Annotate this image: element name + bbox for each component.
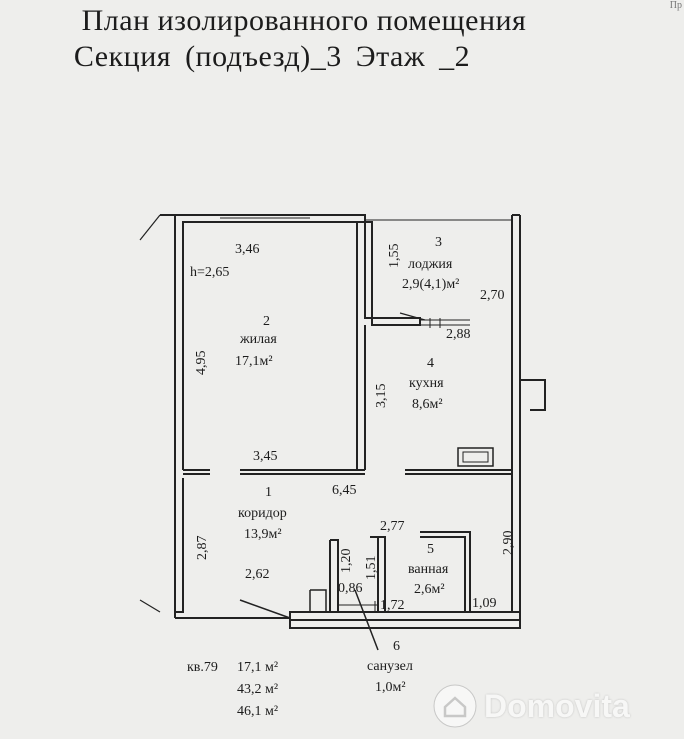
dim-living-top: 3,46 (235, 242, 260, 257)
wall-bathroom (420, 531, 471, 612)
room-1-area: 13,9м² (244, 527, 282, 542)
dim-toilet-left: 1,20 (339, 549, 354, 574)
dim-kitchen-bottom: 6,45 (332, 483, 357, 498)
room-1-number: 1 (265, 485, 272, 500)
room-6-name: санузел (367, 659, 413, 674)
dim-bath-bottom: 1,09 (472, 596, 497, 611)
room-6-number: 6 (393, 639, 400, 654)
dim-loggia-bottom: 2,88 (446, 327, 471, 342)
dim-loggia-left: 1,55 (387, 244, 402, 269)
dim-corridor-left: 2,87 (195, 536, 210, 561)
ceiling-height: h=2,65 (190, 265, 229, 280)
corner-mark: Пр (669, 0, 682, 11)
room-5-number: 5 (427, 542, 434, 557)
outer-wall-bottom (289, 611, 521, 629)
room-3-name: лоджия (408, 257, 453, 272)
dim-living-left: 4,95 (194, 351, 209, 376)
dim-toilet-right: 1,51 (364, 556, 379, 581)
dim-kitchen-left: 3,15 (374, 384, 389, 409)
room-6-area: 1,0м² (375, 680, 406, 695)
summary-total-with-loggia: 46,1 м² (237, 704, 278, 719)
room-4-name: кухня (409, 376, 444, 391)
watermark-text: Domovita (484, 687, 630, 724)
dim-toilet-bottom: 1,72 (380, 598, 405, 613)
dim-corridor-bottom: 2,62 (245, 567, 270, 582)
room-3-area: 2,9(4,1)м² (402, 277, 459, 292)
outer-wall (160, 214, 421, 470)
room-2-name: жилая (239, 332, 277, 347)
wall-corridor (183, 469, 210, 475)
plan-title: План изолированного помещения (81, 4, 527, 37)
room-5-area: 2,6м² (414, 582, 445, 597)
dim-bath-right: 2,90 (501, 531, 516, 556)
dim-living-bottom: 3,45 (253, 449, 278, 464)
room-2-area: 17,1м² (235, 354, 273, 369)
room-3-number: 3 (435, 235, 442, 250)
summary-living-area: 17,1 м² (237, 660, 278, 675)
room-1-name: коридор (238, 506, 287, 521)
summary-total-area: 43,2 м² (237, 682, 278, 697)
outer-wall-left (175, 478, 184, 613)
dim-loggia-right: 2,70 (480, 288, 505, 303)
wall-toilet (329, 539, 339, 612)
wall-living-kitchen (356, 222, 366, 471)
watermark-logo-icon (433, 684, 477, 728)
plan-subtitle: Секция (подъезд)_3 Этаж _2 (73, 40, 471, 73)
apartment-label: кв.79 (187, 660, 218, 675)
room-4-number: 4 (427, 356, 434, 371)
watermark: Domovita (432, 680, 682, 732)
room-2-number: 2 (263, 314, 270, 329)
room-4-area: 8,6м² (412, 397, 443, 412)
room-5-name: ванная (408, 562, 449, 577)
dim-toilet-width: 0,86 (338, 581, 363, 596)
dim-bath-top: 2,77 (380, 519, 405, 534)
